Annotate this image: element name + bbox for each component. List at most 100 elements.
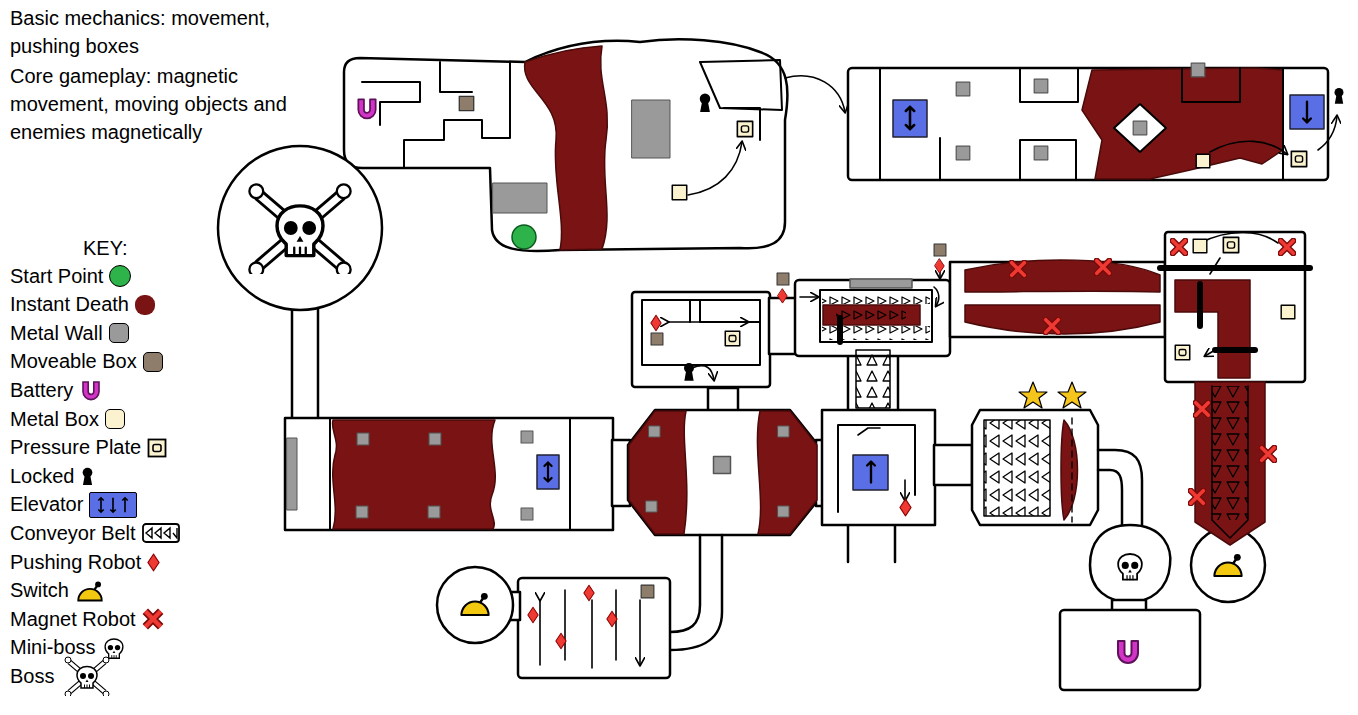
map-line [1197,284,1203,326]
map-use [672,185,686,199]
map-rect [1165,232,1305,382]
map-circle [437,567,513,643]
map-line [837,318,843,342]
map-rect [287,438,297,510]
legend-row: Moveable Box [10,348,163,376]
room-outlines [218,39,1328,690]
map-use [105,639,123,658]
map-use [356,506,368,518]
legend-row: Boss [10,662,114,690]
map-use [684,363,694,381]
map-use [1034,146,1048,160]
map-path [404,62,510,168]
map-use [1191,491,1204,504]
map-path [1020,68,1240,102]
legend-text: Metal Wall [10,322,103,345]
map-path [934,287,939,306]
map-use [556,633,566,648]
map-use [1175,345,1189,359]
map-objects [249,63,1343,663]
map-rect [769,298,797,354]
map-rect [795,280,950,356]
map-path [690,300,760,322]
map-path [1200,232,1278,356]
map-use [714,457,731,474]
map-path [330,418,570,530]
map-use [777,273,789,285]
map-use [1335,88,1344,104]
map-path [670,535,722,650]
map-rect [285,418,613,530]
legend-icon [75,580,105,602]
map-use [65,657,109,696]
legend-swatch [135,295,155,315]
map-use [934,244,946,256]
map-use [956,146,970,160]
map-use [1281,305,1295,319]
map-path [785,76,845,112]
map-use [651,333,663,345]
text: KEY: [83,237,127,259]
map-circle [218,146,382,310]
map-use [778,426,789,437]
legend-swatch [143,352,163,372]
map-use [82,467,92,484]
map-use [1262,448,1275,461]
map-path [1098,450,1142,527]
map-line [1215,347,1255,353]
map-path [965,305,1160,334]
map-use [737,121,752,136]
map-path [940,138,1076,180]
map-path [688,142,742,195]
legend-text: Start Point [10,265,103,288]
map-path [1195,382,1265,545]
map-use [649,426,660,437]
legend-text: Pressure Plate [10,436,141,459]
map-path [629,411,687,534]
legend-text: Elevator [10,493,83,516]
legend-icon [79,378,103,402]
map-rect [292,294,318,420]
map-rect [642,300,760,365]
map-use [83,382,99,400]
legend-swatch [109,323,129,343]
map-rect [537,455,559,489]
map-path [1019,382,1047,408]
map-path [1058,382,1086,408]
legend-text: Locked [10,465,75,488]
legend-text: Magnet Robot [10,608,136,631]
legend-icon [147,553,160,572]
legend-text: Instant Death [10,293,129,316]
map-rect [493,183,547,213]
map-use [641,585,654,598]
map-rect [632,100,670,158]
map-path [1212,386,1248,538]
map-use [358,99,375,118]
map-rect [1212,386,1248,520]
map-use [956,82,970,96]
map-use [249,184,350,276]
map-path [440,62,472,92]
map-polygon [1114,104,1166,152]
map-use [528,607,538,622]
map-line [1160,265,1310,271]
map-rect [632,292,770,387]
legend-heading: KEY: [83,234,127,262]
thick-walls [840,268,1310,350]
map-use [1196,403,1209,416]
map-use [607,611,617,626]
text: Basic mechanics: movement, pushing boxes [10,7,270,57]
map-path [628,410,818,535]
map-path [525,46,608,250]
map-path [692,366,714,380]
map-use [867,462,875,483]
legend-icon [142,608,164,630]
map-use [461,593,488,615]
legend-text: Battery [10,379,73,402]
map-use [521,508,533,520]
map-use [725,331,739,345]
map-rect [820,290,932,342]
map-use [1303,102,1311,123]
map-rect [822,292,930,304]
legend-text: Conveyor Belt [10,522,136,545]
